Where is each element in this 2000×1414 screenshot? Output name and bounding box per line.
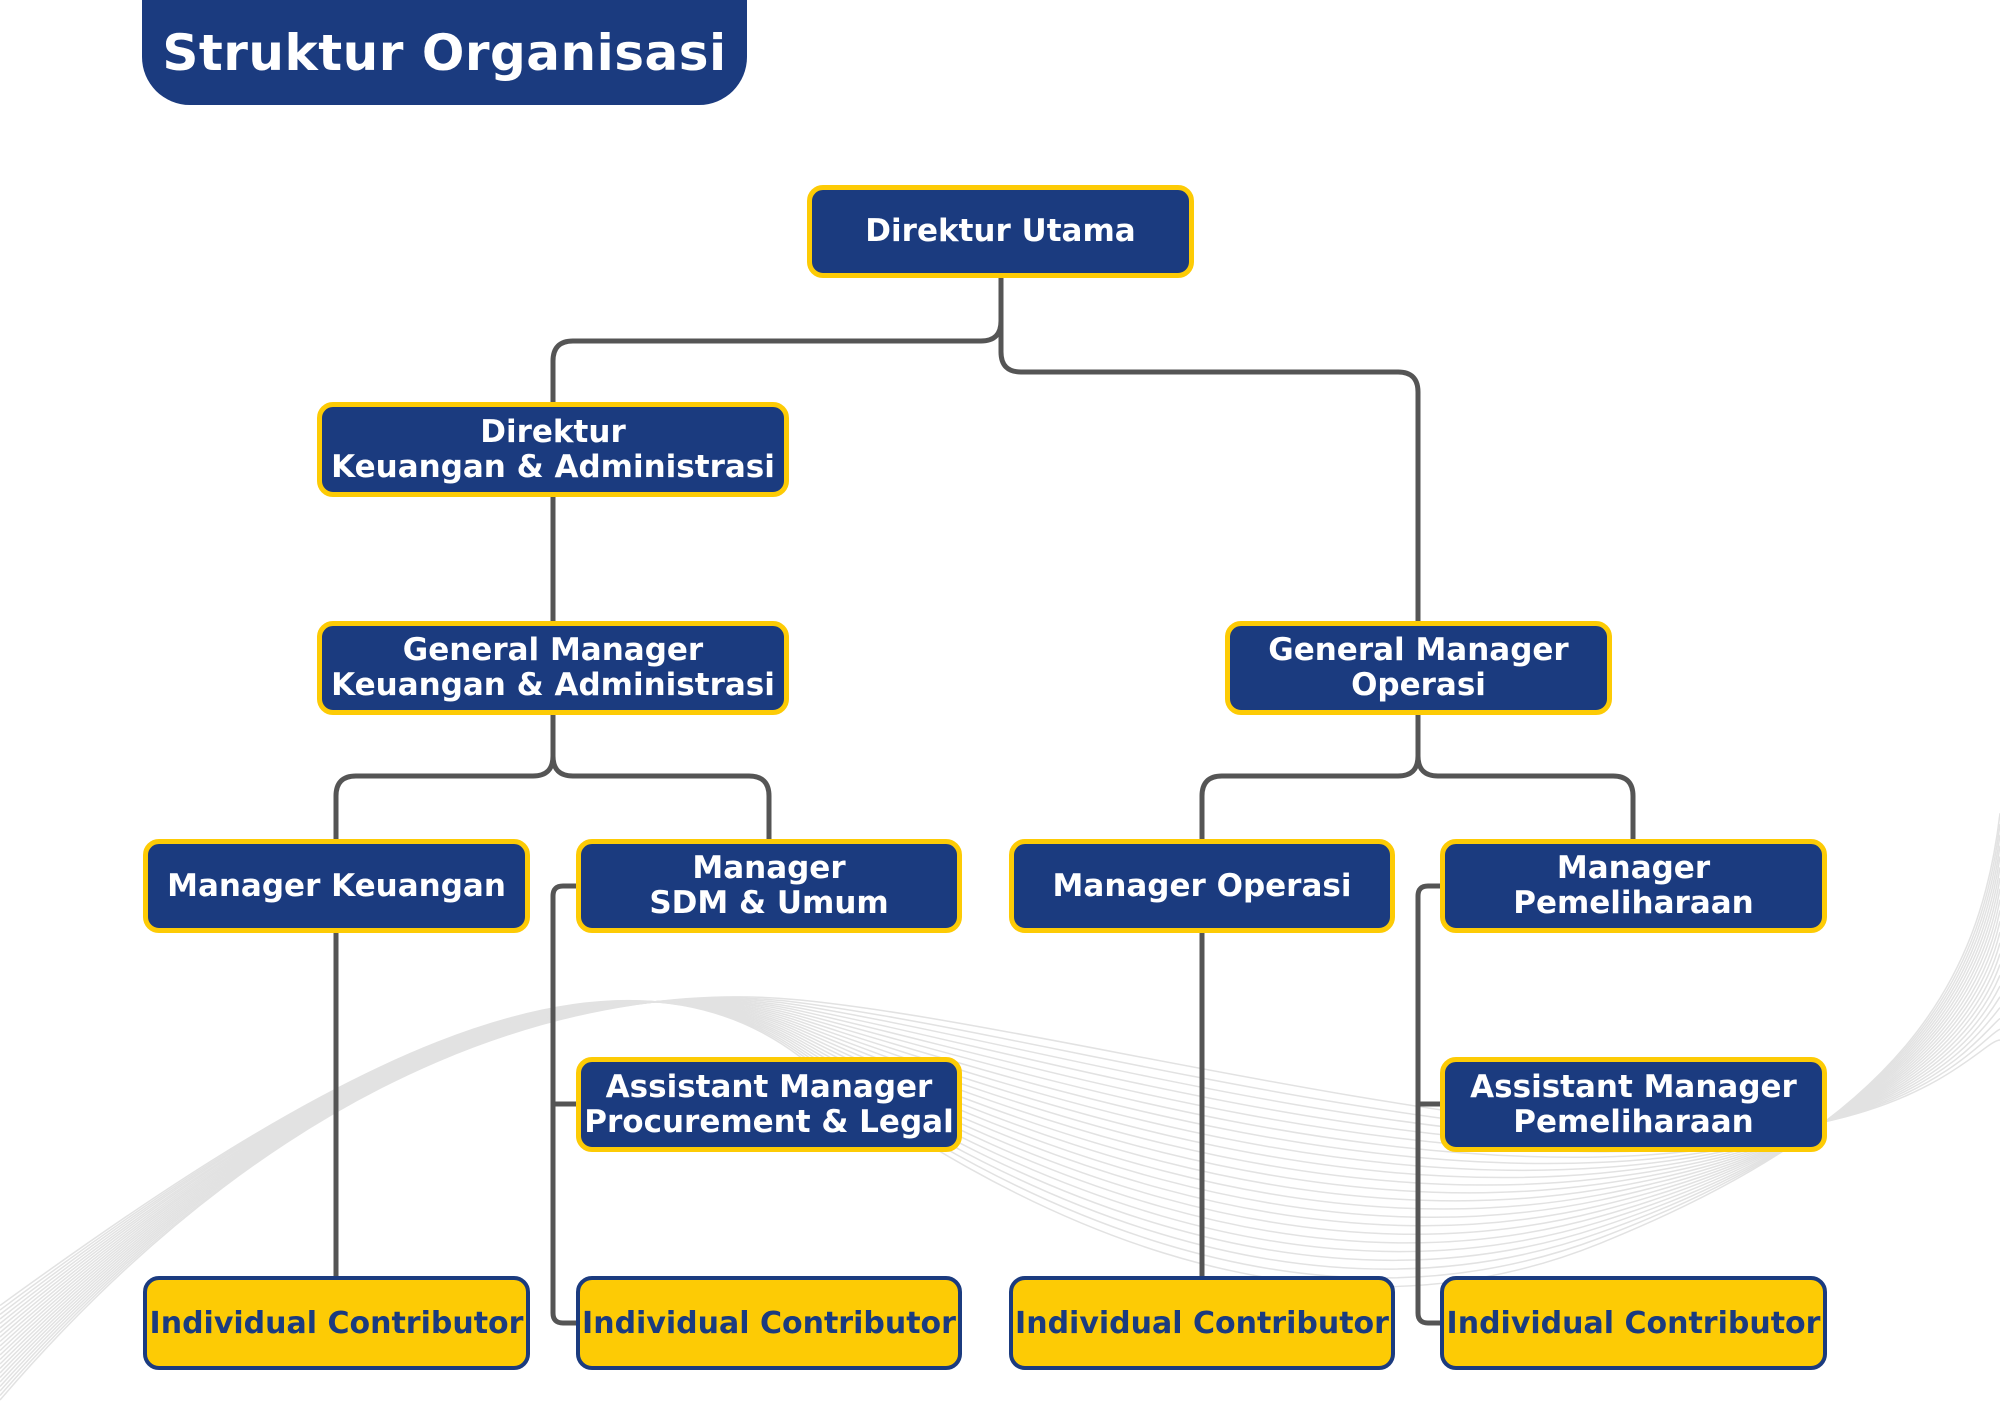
wave-line <box>0 888 2000 1338</box>
wave-line <box>0 953 2000 1365</box>
wave-line <box>0 899 2000 1343</box>
node-label: Operasi <box>1351 667 1486 703</box>
node-manager-operasi[interactable]: Manager Operasi <box>1009 839 1395 933</box>
node-label: Individual Contributor <box>149 1305 524 1341</box>
node-manager-pemeliharaan[interactable]: Manager Pemeliharaan <box>1440 839 1827 933</box>
node-label: Manager Operasi <box>1052 867 1352 904</box>
node-label: Keuangan & Administrasi <box>331 448 775 485</box>
node-label: General Manager <box>1268 632 1569 668</box>
wave-line <box>0 942 2000 1361</box>
node-individual-contributor[interactable]: Individual Contributor <box>576 1276 962 1370</box>
node-individual-contributor[interactable]: Individual Contributor <box>143 1276 530 1370</box>
node-asst-procurement[interactable]: Assistant Manager Procurement & Legal <box>576 1057 962 1152</box>
wave-line <box>0 910 2000 1347</box>
wave-line <box>0 921 2000 1352</box>
node-asst-pemeliharaan[interactable]: Assistant Manager Pemeliharaan <box>1440 1057 1827 1152</box>
connector-sdm-chain <box>550 883 576 1326</box>
node-label: Manager Keuangan <box>167 867 506 904</box>
node-label: General Manager <box>402 632 704 668</box>
node-label: Keuangan & Administrasi <box>331 667 775 703</box>
node-label: Individual Contributor <box>1446 1305 1821 1341</box>
node-label: Direktur <box>480 413 626 450</box>
node-gm-operasi[interactable]: General Manager Operasi <box>1225 621 1612 715</box>
node-label: Assistant Manager <box>605 1068 933 1105</box>
page-title: Struktur Organisasi <box>142 0 747 105</box>
wave-line <box>0 867 2000 1329</box>
wave-line <box>0 931 2000 1356</box>
node-gm-keuangan[interactable]: General Manager Keuangan & Administrasi <box>317 621 789 715</box>
node-direktur-keuangan[interactable]: Direktur Keuangan & Administrasi <box>317 402 789 497</box>
node-manager-keuangan[interactable]: Manager Keuangan <box>143 839 530 933</box>
wave-line <box>0 823 2000 1311</box>
wave-line <box>0 996 2000 1383</box>
node-direktur-utama[interactable]: Direktur Utama <box>807 185 1194 278</box>
wave-line <box>0 834 2000 1316</box>
node-individual-contributor[interactable]: Individual Contributor <box>1009 1276 1395 1370</box>
wave-line <box>0 845 2000 1320</box>
wave-line <box>0 964 2000 1370</box>
node-label: Pemeliharaan <box>1513 1103 1754 1140</box>
node-label: Pemeliharaan <box>1513 885 1754 921</box>
connector-gm-operasi-managers <box>1199 715 1636 839</box>
node-label: Manager <box>692 850 846 886</box>
node-label: Direktur Utama <box>865 213 1136 249</box>
wave-line <box>0 813 2000 1307</box>
node-label: Manager <box>1556 850 1711 886</box>
node-label: SDM & Umum <box>649 885 889 921</box>
connector-pemeliharaan-chain <box>1415 883 1440 1326</box>
node-label: Assistant Manager <box>1470 1068 1797 1105</box>
wave-line <box>0 974 2000 1374</box>
wave-line <box>0 985 2000 1379</box>
node-label: Individual Contributor <box>582 1305 956 1341</box>
wave-line <box>0 856 2000 1325</box>
node-manager-sdm[interactable]: Manager SDM & Umum <box>576 839 962 933</box>
node-label: Procurement & Legal <box>584 1103 954 1140</box>
node-label: Individual Contributor <box>1015 1305 1389 1341</box>
connector-utama-keuangan <box>550 278 1004 402</box>
wave-line <box>0 877 2000 1334</box>
node-individual-contributor[interactable]: Individual Contributor <box>1440 1276 1827 1370</box>
connector-utama-operasi <box>998 278 1421 621</box>
connector-gm-keuangan-managers <box>333 715 772 839</box>
